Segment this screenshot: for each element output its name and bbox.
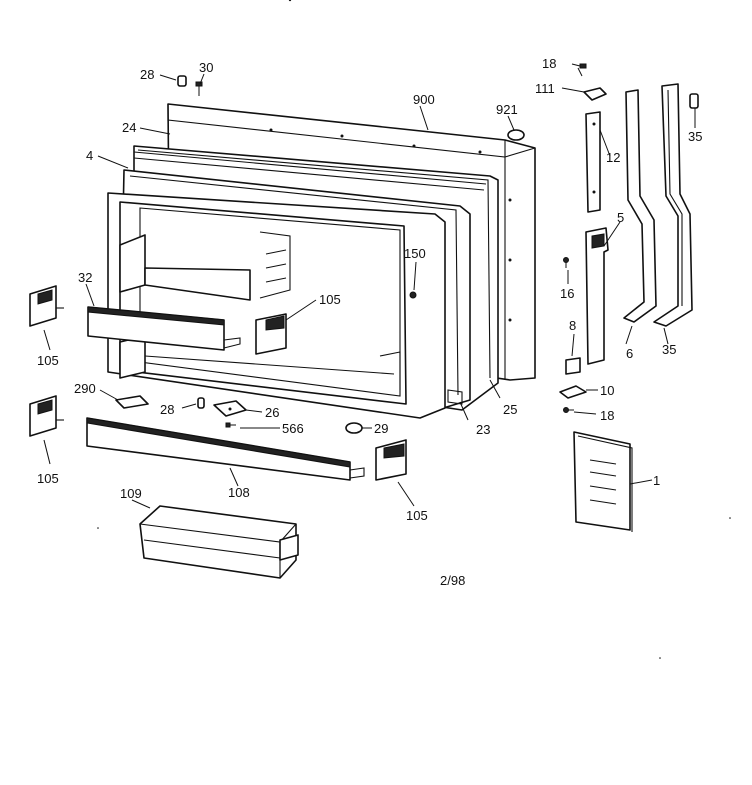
screw-28-bottom: [197, 397, 205, 409]
plug-35-top: [689, 93, 699, 109]
callout-16: 16: [560, 286, 574, 301]
callout-4: 4: [86, 148, 93, 163]
callout-30: 30: [199, 60, 213, 75]
screw-150: [409, 291, 417, 299]
callout-105-left-upper: 105: [37, 353, 59, 368]
scan-specks: [97, 0, 731, 659]
hinge-cap-111: [583, 87, 607, 101]
callout-10: 10: [600, 383, 614, 398]
callout-32: 32: [78, 270, 92, 285]
callout-35-top: 35: [688, 129, 702, 144]
bin: [139, 505, 299, 579]
end-cap-center-upper: [255, 313, 287, 355]
callout-566: 566: [282, 421, 304, 436]
callout-900: 900: [413, 92, 435, 107]
callout-111: 111: [535, 81, 555, 96]
callout-921: 921: [496, 102, 518, 117]
callout-290: 290: [74, 381, 96, 396]
callout-108: 108: [228, 485, 250, 500]
callout-105-center-lower: 105: [406, 508, 428, 523]
callout-1: 1: [653, 473, 660, 488]
callout-150: 150: [404, 246, 426, 261]
callout-6: 6: [626, 346, 633, 361]
bracket-10: [559, 385, 587, 399]
callout-109: 109: [120, 486, 142, 501]
end-cap-left-lower: [29, 395, 64, 437]
handle-bracket-5: [585, 227, 609, 365]
callout-35-bottom: 35: [662, 342, 676, 357]
screw-16: [563, 257, 569, 268]
shelf-bar-upper: [87, 306, 241, 351]
handle-6: [623, 89, 657, 323]
callout-105-left-lower: 105: [37, 471, 59, 486]
plate-26: [213, 400, 247, 417]
handle-35: [653, 83, 693, 327]
callout-5: 5: [617, 210, 624, 225]
callout-105-center-upper: 105: [319, 292, 341, 307]
callout-24: 24: [122, 120, 136, 135]
callout-26: 26: [265, 405, 279, 420]
callout-12: 12: [606, 150, 620, 165]
screw-30: [195, 81, 203, 96]
end-cap-center-lower: [375, 439, 407, 481]
callout-23: 23: [476, 422, 490, 437]
callout-18-top: 18: [542, 56, 556, 71]
plug-921: [507, 129, 525, 141]
door-inner-liner: [107, 192, 446, 419]
shelf-bar-lower: [86, 417, 365, 481]
manual-booklet: [573, 431, 633, 532]
date-code: 2/98: [440, 573, 465, 588]
callout-25: 25: [503, 402, 517, 417]
plug-29: [345, 422, 363, 434]
callout-labels: 28 30 900 921 18 111 35 12 24 4 150 5 16…: [37, 56, 702, 588]
callout-18-bottom: 18: [600, 408, 614, 423]
screw-566: [225, 422, 236, 428]
callout-28-top: 28: [140, 67, 154, 82]
cover-8: [565, 357, 581, 375]
cover-290: [115, 395, 149, 409]
callout-8: 8: [569, 318, 576, 333]
end-cap-left-upper: [29, 285, 64, 327]
plug-28-top: [177, 75, 187, 87]
leader-lines: [43, 63, 696, 509]
callout-28-bottom: 28: [160, 402, 174, 417]
screw-18-bottom: [563, 407, 574, 413]
callout-29: 29: [374, 421, 388, 436]
handle-bracket-12: [585, 111, 601, 213]
